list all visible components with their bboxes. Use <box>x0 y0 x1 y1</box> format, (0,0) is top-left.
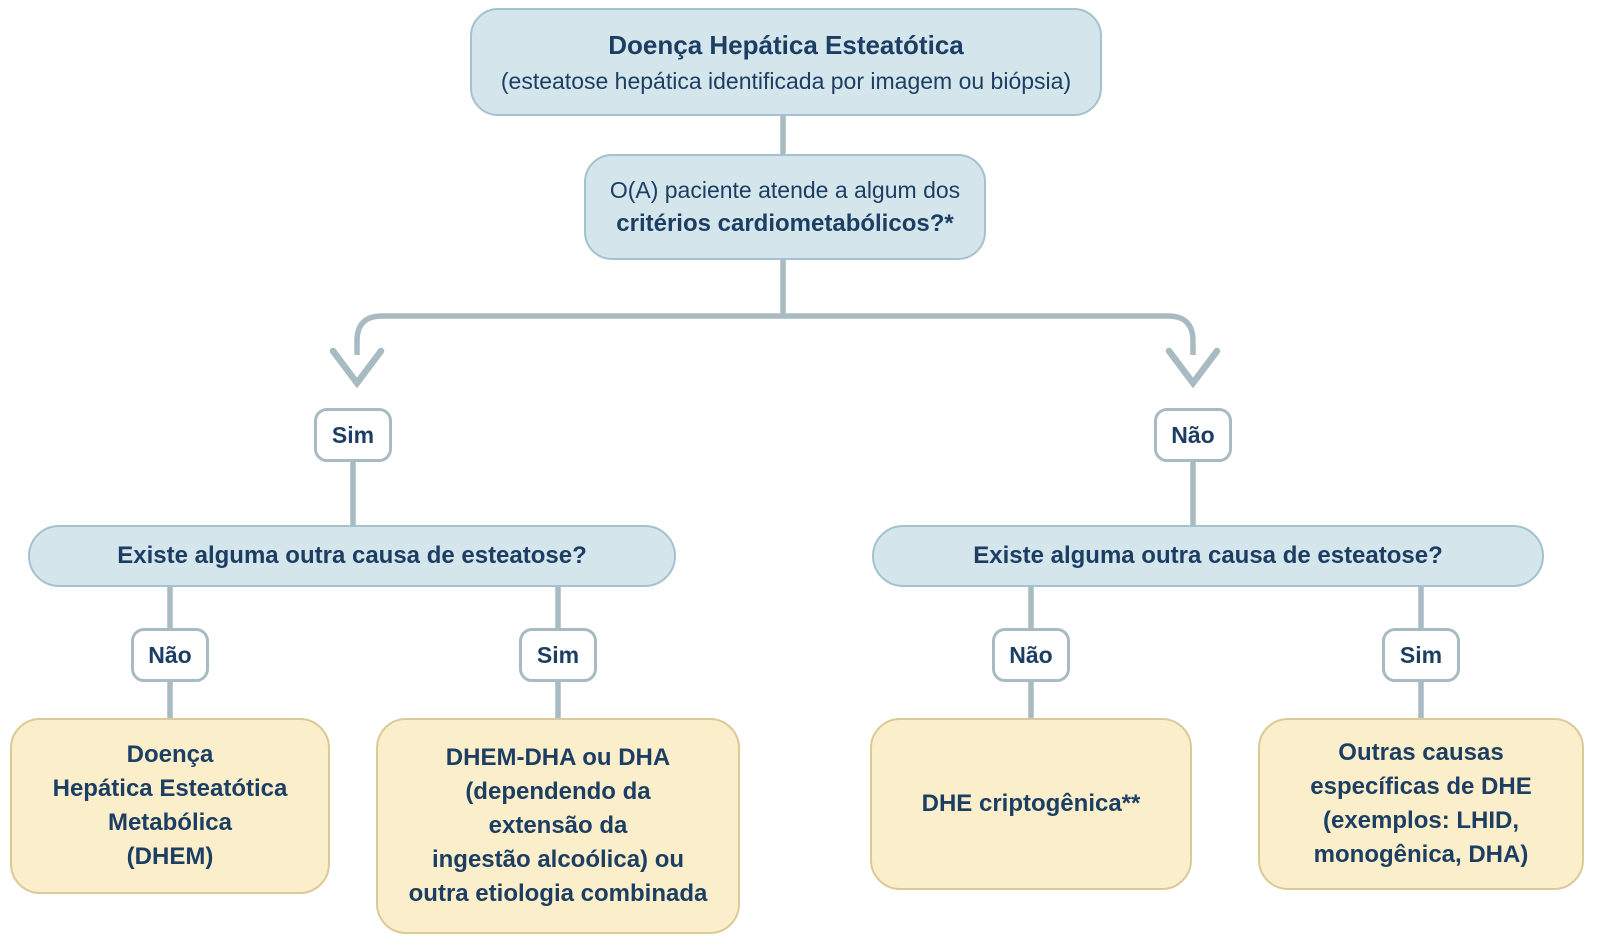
outcome-dhe-criptogenica-text: DHE criptogênica** <box>921 789 1141 817</box>
root-title: Doença Hepática Esteatótica <box>608 29 964 60</box>
node-outcome-dhem-dha: DHEM-DHA ou DHA (dependendo da extensão … <box>376 718 740 934</box>
outcome-dhem-dha-text: DHEM-DHA ou DHA (dependendo da extensão … <box>408 743 708 908</box>
root-subtitle: (esteatose hepática identificada por ima… <box>500 67 1072 94</box>
other-cause-left-text: Existe alguma outra causa de esteatose? <box>117 542 587 569</box>
chip-nao-top-right-label: Não <box>1171 421 1215 448</box>
question-line1: O(A) paciente atende a algum dos <box>609 176 961 203</box>
branch-line <box>354 313 1196 355</box>
node-outcome-dhe-criptogenica: DHE criptogênica** <box>870 718 1192 890</box>
node-root-disease: Doença Hepática Esteatótica (esteatose h… <box>470 8 1102 116</box>
question-line2: critérios cardiometabólicos?* <box>616 209 954 237</box>
chip-nao-left-label: Não <box>148 641 192 668</box>
chip-sim-left-label: Sim <box>536 641 580 668</box>
chip-sim-left: Sim <box>519 628 597 682</box>
node-outcome-dhem: Doença Hepática Esteatótica Metabólica (… <box>10 718 330 894</box>
chip-sim-top-left-label: Sim <box>331 421 375 448</box>
node-outcome-outras-causas: Outras causas específicas de DHE (exempl… <box>1258 718 1584 890</box>
chip-sim-right: Sim <box>1382 628 1460 682</box>
node-other-cause-question-right: Existe alguma outra causa de esteatose? <box>872 525 1544 587</box>
node-cardiometabolic-question: O(A) paciente atende a algum dos critéri… <box>584 154 986 260</box>
other-cause-right-text: Existe alguma outra causa de esteatose? <box>973 542 1443 569</box>
chip-nao-right: Não <box>992 628 1070 682</box>
arrowhead-down-left-icon <box>329 347 385 389</box>
node-other-cause-question-left: Existe alguma outra causa de esteatose? <box>28 525 676 587</box>
chip-nao-top-right: Não <box>1154 408 1232 462</box>
chip-sim-right-label: Sim <box>1399 641 1443 668</box>
chip-nao-left: Não <box>131 628 209 682</box>
outcome-outras-causas-text: Outras causas específicas de DHE (exempl… <box>1310 738 1532 869</box>
chip-nao-right-label: Não <box>1009 641 1053 668</box>
outcome-dhem-text: Doença Hepática Esteatótica Metabólica (… <box>52 740 288 871</box>
arrowhead-down-right-icon <box>1165 347 1221 389</box>
chip-sim-top-left: Sim <box>314 408 392 462</box>
